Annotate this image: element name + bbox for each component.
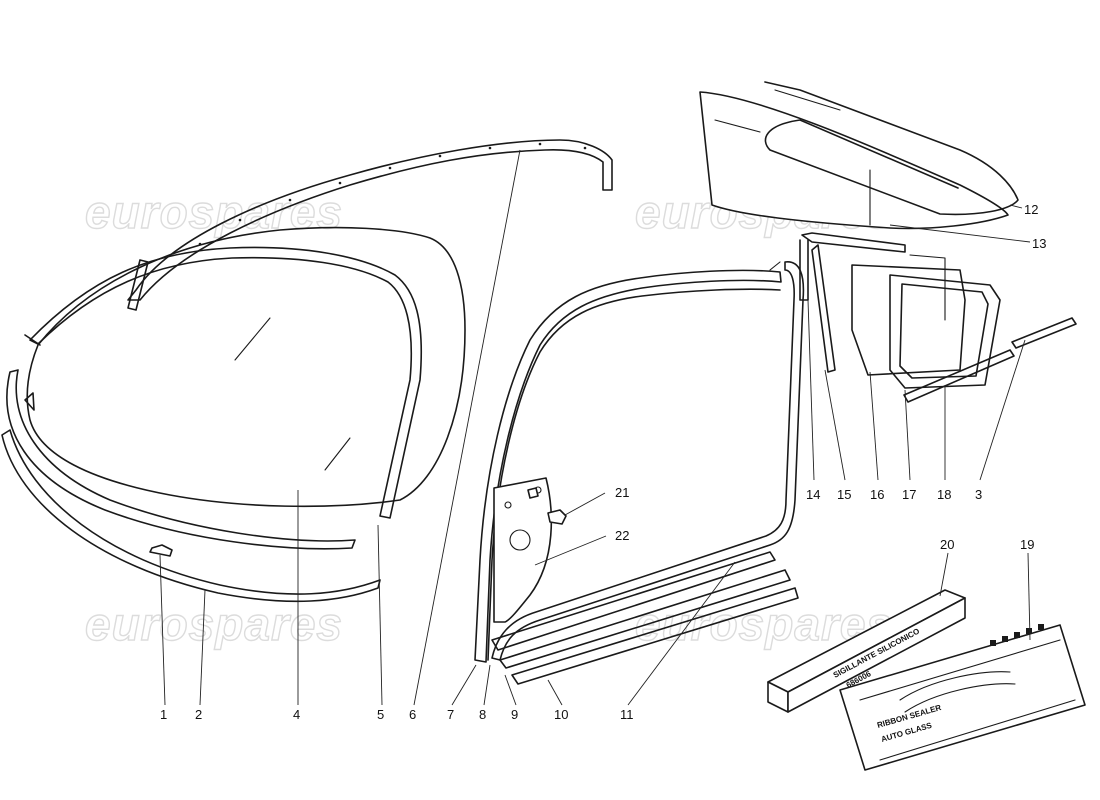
callout-numbers: 1 2 3 4 5 6 7 8 9 10 11 12 13 14 15 16 1… — [160, 202, 1046, 722]
callout-1: 1 — [160, 707, 167, 722]
quarter-window-assembly — [799, 232, 1077, 403]
callout-13: 13 — [1032, 236, 1046, 251]
windscreen-upper-moulding — [24, 246, 423, 519]
silicone-sealant-box: SIGILLANTE SILICONICO 686006 — [767, 589, 966, 713]
leader-lines — [159, 149, 1031, 706]
callout-6: 6 — [409, 707, 416, 722]
callout-17: 17 — [902, 487, 916, 502]
callout-12: 12 — [1024, 202, 1038, 217]
callout-11: 11 — [620, 707, 634, 722]
windscreen-lower-moulding — [1, 369, 381, 603]
callout-10: 10 — [554, 707, 568, 722]
callout-5: 5 — [377, 707, 384, 722]
callout-20: 20 — [940, 537, 954, 552]
callout-18: 18 — [937, 487, 951, 502]
callout-8: 8 — [479, 707, 486, 722]
watermark-top-left: eurospares — [85, 186, 343, 238]
callout-16: 16 — [870, 487, 884, 502]
callout-14: 14 — [806, 487, 820, 502]
callout-9: 9 — [511, 707, 518, 722]
door-trim-panel — [493, 477, 553, 623]
callout-19: 19 — [1020, 537, 1034, 552]
callout-3: 3 — [975, 487, 982, 502]
door-clips — [527, 487, 567, 525]
roof-rail-strip — [127, 139, 613, 301]
door-frame-seal — [474, 261, 805, 663]
windscreen-glass — [26, 226, 466, 508]
callout-15: 15 — [837, 487, 851, 502]
callout-22: 22 — [615, 528, 629, 543]
callout-2: 2 — [195, 707, 202, 722]
rear-window-glass — [699, 81, 1019, 230]
sill-strips — [491, 551, 799, 685]
callout-21: 21 — [615, 485, 629, 500]
watermark-bottom-left: eurospares — [85, 598, 343, 650]
ribbon-sealer-package: RIBBON SEALER AUTO GLASS — [839, 624, 1086, 771]
callout-7: 7 — [447, 707, 454, 722]
callout-4: 4 — [293, 707, 300, 722]
